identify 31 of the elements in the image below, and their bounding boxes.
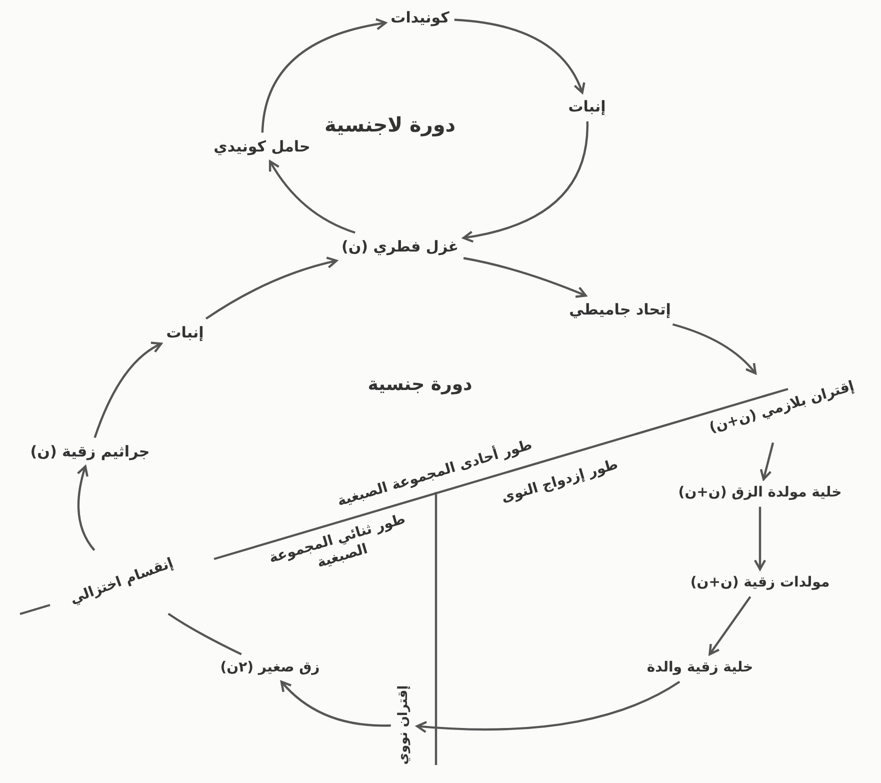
- arrow: [76, 465, 96, 551]
- stage-text: زق صغير (٢ن): [220, 659, 320, 677]
- arrow: [280, 680, 391, 727]
- phase-label: طور ثنائي المجموعة الصبغية: [266, 510, 408, 573]
- stage-text: جراثيم زقية (ن): [30, 442, 150, 462]
- arrow: [760, 442, 774, 480]
- stage-text: إنبات: [166, 324, 204, 342]
- stage-text: مولدات زقية (ن+ن): [690, 574, 830, 592]
- stage-text: غزل فطري (ن): [341, 238, 459, 256]
- stage-text: خلية مولدة الزق (ن+ن): [678, 484, 842, 502]
- stage-text: كونيدات: [390, 8, 450, 28]
- arrow: [463, 257, 587, 298]
- stage-text: إنقسام اختزالي: [68, 555, 176, 609]
- stage-text: إتحاد جاميطي: [569, 300, 671, 320]
- arrow: [416, 680, 680, 733]
- arrow: [462, 121, 588, 242]
- cycle-title: دورة لاجنسية: [324, 112, 456, 138]
- cycle-title: دورة جنسية: [368, 374, 472, 396]
- arrow: [754, 506, 766, 570]
- stage-text: إقتران بلازمي (ن+ن): [708, 378, 856, 438]
- stage-text: إقتران نووي: [396, 685, 412, 765]
- arrow: [708, 596, 752, 656]
- stage-text: حامل كونيدي: [214, 138, 310, 156]
- arrow: [268, 160, 356, 234]
- arrow: [672, 323, 757, 374]
- stage-text: إنبات: [568, 98, 606, 116]
- arrow: [205, 256, 338, 320]
- stage-text: خلية زقية والدة: [646, 659, 754, 677]
- arrow: [94, 342, 162, 438]
- arrow: [454, 18, 585, 94]
- arrow: [261, 18, 387, 133]
